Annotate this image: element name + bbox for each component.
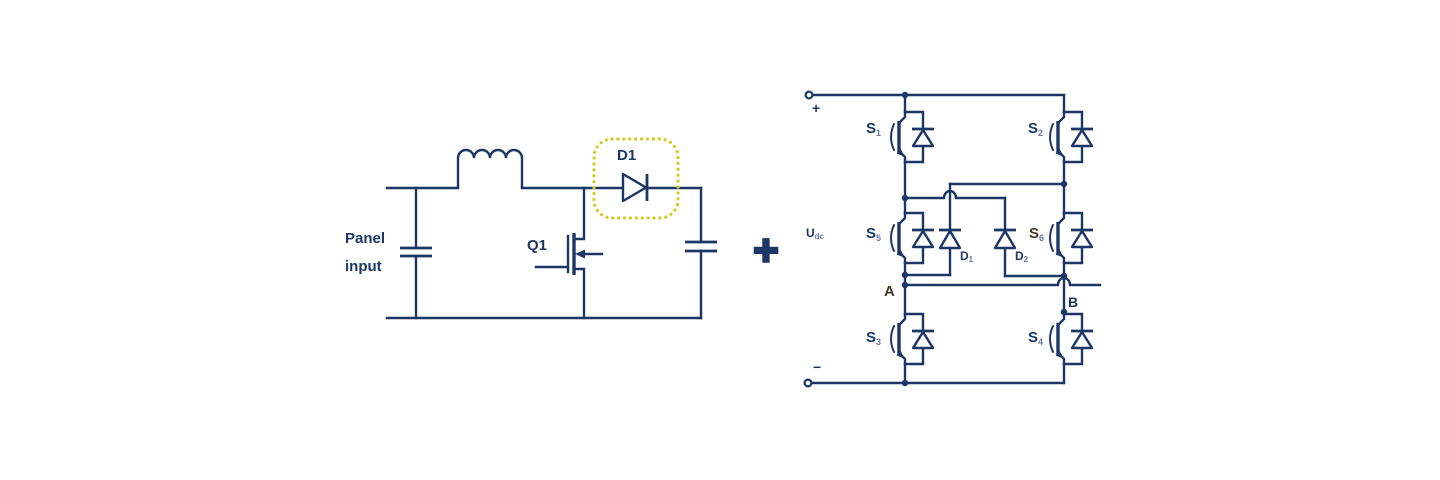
junction-dot bbox=[901, 91, 909, 99]
d1-clamp-label-main: D bbox=[960, 249, 969, 263]
s2-label: S2 bbox=[1028, 120, 1043, 138]
boost-d1-diode bbox=[621, 172, 649, 203]
dc-negative-label: − bbox=[813, 359, 821, 375]
s5-label: S5 bbox=[866, 225, 881, 243]
node-a-dot bbox=[901, 281, 909, 289]
clamp-diode-d1 bbox=[903, 182, 1066, 277]
node-a-label: A bbox=[884, 283, 895, 300]
udc-label: Udc bbox=[806, 226, 825, 241]
junction-dot bbox=[901, 194, 909, 202]
s4-label-main: S bbox=[1028, 329, 1038, 346]
input-capacitor bbox=[400, 186, 432, 320]
q1-mosfet bbox=[534, 186, 604, 320]
s4-igbt bbox=[1048, 312, 1095, 366]
d2-diode-icon bbox=[992, 228, 1018, 250]
s2-label-main: S bbox=[1028, 120, 1038, 137]
s5-label-sub: 5 bbox=[876, 233, 881, 243]
udc-label-sub: dc bbox=[815, 232, 825, 241]
dc-negative-terminal-icon bbox=[803, 378, 813, 388]
d1-label: D1 bbox=[617, 147, 636, 164]
clamp-diode-d2 bbox=[903, 189, 1066, 278]
q1-label: Q1 bbox=[527, 237, 547, 254]
d1-clamp-label-sub: 1 bbox=[969, 255, 974, 264]
d2-cathode-wire-with-hop bbox=[903, 189, 1007, 200]
node-b-dot bbox=[1060, 308, 1068, 316]
d2-clamp-label-main: D bbox=[1015, 249, 1024, 263]
s6-label-main: S bbox=[1029, 225, 1039, 242]
s3-label-main: S bbox=[866, 329, 876, 346]
d2-clamp-label: D2 bbox=[1015, 249, 1029, 264]
junction-dot bbox=[901, 379, 909, 387]
panel-input-label-line2: input bbox=[345, 258, 382, 275]
panel-input-label-line1: Panel bbox=[345, 230, 385, 247]
output-capacitor bbox=[685, 186, 717, 320]
q1-source-lead bbox=[572, 267, 586, 320]
inverter-circuit: + − Udc bbox=[803, 90, 1102, 388]
s3-label: S3 bbox=[866, 329, 881, 347]
inductor-icon bbox=[456, 148, 524, 190]
s1-label: S1 bbox=[866, 120, 881, 138]
s3-igbt bbox=[889, 312, 936, 366]
s5-label-main: S bbox=[866, 225, 876, 242]
boost-converter-circuit: Panel input Q1 D1 bbox=[345, 137, 717, 320]
junction-dot bbox=[901, 271, 909, 279]
dc-positive-terminal-icon bbox=[804, 90, 814, 100]
s3-label-sub: 3 bbox=[876, 337, 881, 347]
q1-drain-lead bbox=[572, 186, 586, 241]
s4-label: S4 bbox=[1028, 329, 1043, 347]
s4-label-sub: 4 bbox=[1038, 337, 1043, 347]
junction-dot bbox=[1060, 180, 1068, 188]
node-a-output-wire bbox=[903, 276, 1102, 287]
s2-label-sub: 2 bbox=[1038, 128, 1043, 138]
d1-highlight-box bbox=[592, 137, 680, 220]
s6-igbt bbox=[1048, 211, 1095, 265]
s2-igbt bbox=[1048, 110, 1095, 164]
s6-label: S6 bbox=[1029, 225, 1044, 243]
s1-igbt bbox=[889, 110, 936, 164]
d2-clamp-label-sub: 2 bbox=[1024, 255, 1029, 264]
junction-dot bbox=[1060, 272, 1068, 280]
d1-diode-icon bbox=[937, 228, 963, 250]
s5-igbt bbox=[889, 211, 936, 265]
s1-label-main: S bbox=[866, 120, 876, 137]
s1-label-sub: 1 bbox=[876, 128, 881, 138]
dc-positive-label: + bbox=[812, 100, 820, 116]
s6-label-sub: 6 bbox=[1039, 233, 1044, 243]
plus-separator-icon: + bbox=[753, 226, 779, 275]
boost-diode-triangle-icon bbox=[621, 172, 648, 203]
node-b-label: B bbox=[1068, 294, 1078, 310]
q1-body-arrow bbox=[575, 249, 585, 259]
udc-label-main: U bbox=[806, 226, 815, 240]
d1-clamp-label: D1 bbox=[960, 249, 974, 264]
